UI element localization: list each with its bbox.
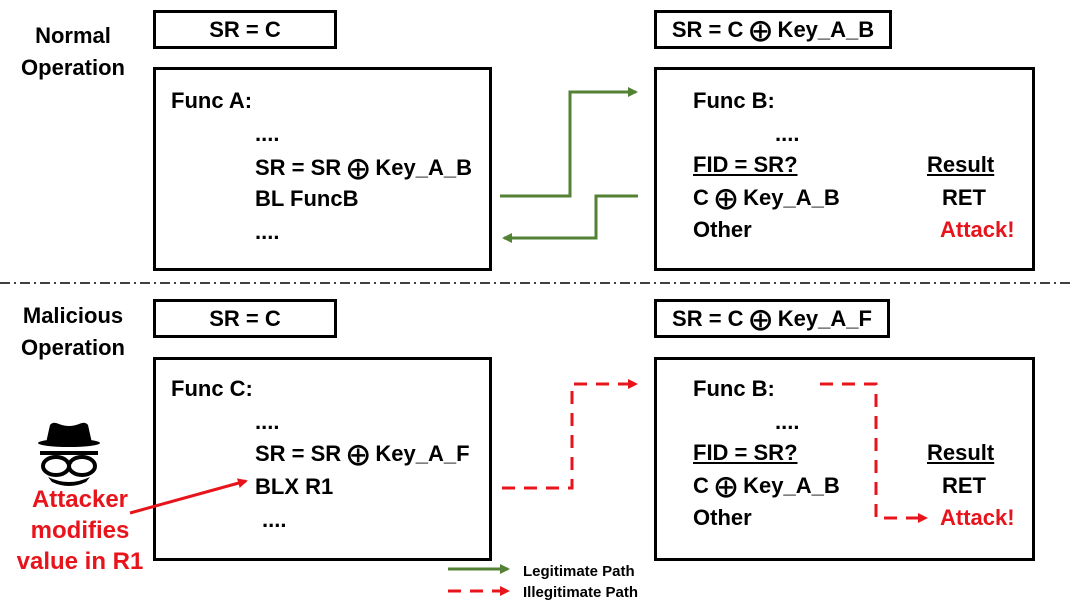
- illegit-attack-arrow: [820, 382, 928, 523]
- legend-legit-label: Legitimate Path: [523, 563, 635, 580]
- attacker-arrow: [129, 478, 248, 515]
- fid-row-value: C ⨁ Key_A_B: [693, 185, 840, 210]
- section-label-line: Operation: [21, 55, 125, 80]
- illegit-call-arrow: [502, 379, 638, 490]
- attacker-label-line: modifies: [30, 517, 130, 544]
- sr-header-malicious-left: SR = C: [153, 299, 337, 338]
- fid-header: FID = SR?: [693, 440, 798, 465]
- fid-row-value: Other: [693, 505, 752, 530]
- result-row-value: RET: [942, 185, 986, 210]
- section-label-line: Malicious: [22, 303, 124, 328]
- legit-return-arrow: [502, 194, 638, 243]
- section-label-malicious: Malicious Operation: [8, 300, 138, 364]
- sr-header-malicious-right: SR = C ⨁ Key_A_F: [654, 299, 890, 338]
- func-c-title: Func C:: [171, 376, 253, 401]
- func-c-line: ....: [255, 409, 280, 434]
- func-b-title: Func B:: [693, 88, 775, 113]
- sr-header-normal-left: SR = C: [153, 10, 337, 49]
- sr-header-text: SR = C ⨁ Key_A_B: [671, 16, 875, 42]
- sr-header-text: SR = C: [209, 305, 281, 331]
- func-b-box-malicious: [654, 357, 1035, 561]
- attack-result: Attack!: [940, 505, 1015, 530]
- sr-header-text: SR = C: [209, 16, 281, 42]
- result-header: Result: [927, 440, 995, 465]
- legend-illegit-label: Illegitimate Path: [523, 584, 639, 601]
- fid-header: FID = SR?: [693, 152, 798, 177]
- func-a-box: [153, 67, 492, 271]
- attacker-label: Attacker modifies value in R1: [0, 484, 160, 577]
- fid-row-value: C ⨁ Key_A_B: [693, 473, 840, 498]
- func-a-line: ....: [255, 121, 280, 146]
- sr-header-normal-right: SR = C ⨁ Key_A_B: [654, 10, 892, 49]
- func-a-title: Func A:: [171, 88, 253, 113]
- func-c-line: BLX R1: [255, 474, 334, 499]
- func-b-box-normal: [654, 67, 1035, 271]
- func-a-line: ....: [255, 219, 280, 244]
- func-c-line: SR = SR ⨁ Key_A_F: [255, 441, 470, 466]
- func-a-line: BL FuncB: [255, 186, 359, 211]
- section-label-line: Normal: [35, 23, 111, 48]
- legit-call-arrow: [500, 87, 638, 198]
- spy-icon: [38, 422, 100, 486]
- result-row-value: RET: [942, 473, 986, 498]
- func-b-title: Func B:: [693, 376, 775, 401]
- sr-header-text: SR = C ⨁ Key_A_F: [672, 305, 872, 331]
- fid-row-value: Other: [693, 217, 752, 242]
- section-label-normal: Normal Operation: [8, 20, 138, 84]
- func-a-line: SR = SR ⨁ Key_A_B: [255, 155, 473, 180]
- section-label-line: Operation: [21, 335, 125, 360]
- attacker-label-line: value in R1: [16, 548, 144, 575]
- func-b-dots: ....: [775, 409, 800, 434]
- func-b-dots: ....: [775, 121, 800, 146]
- func-c-line: ....: [262, 507, 287, 532]
- func-c-box: [153, 357, 492, 561]
- result-header: Result: [927, 152, 995, 177]
- attacker-label-line: Attacker: [31, 486, 129, 513]
- attack-result: Attack!: [940, 217, 1015, 242]
